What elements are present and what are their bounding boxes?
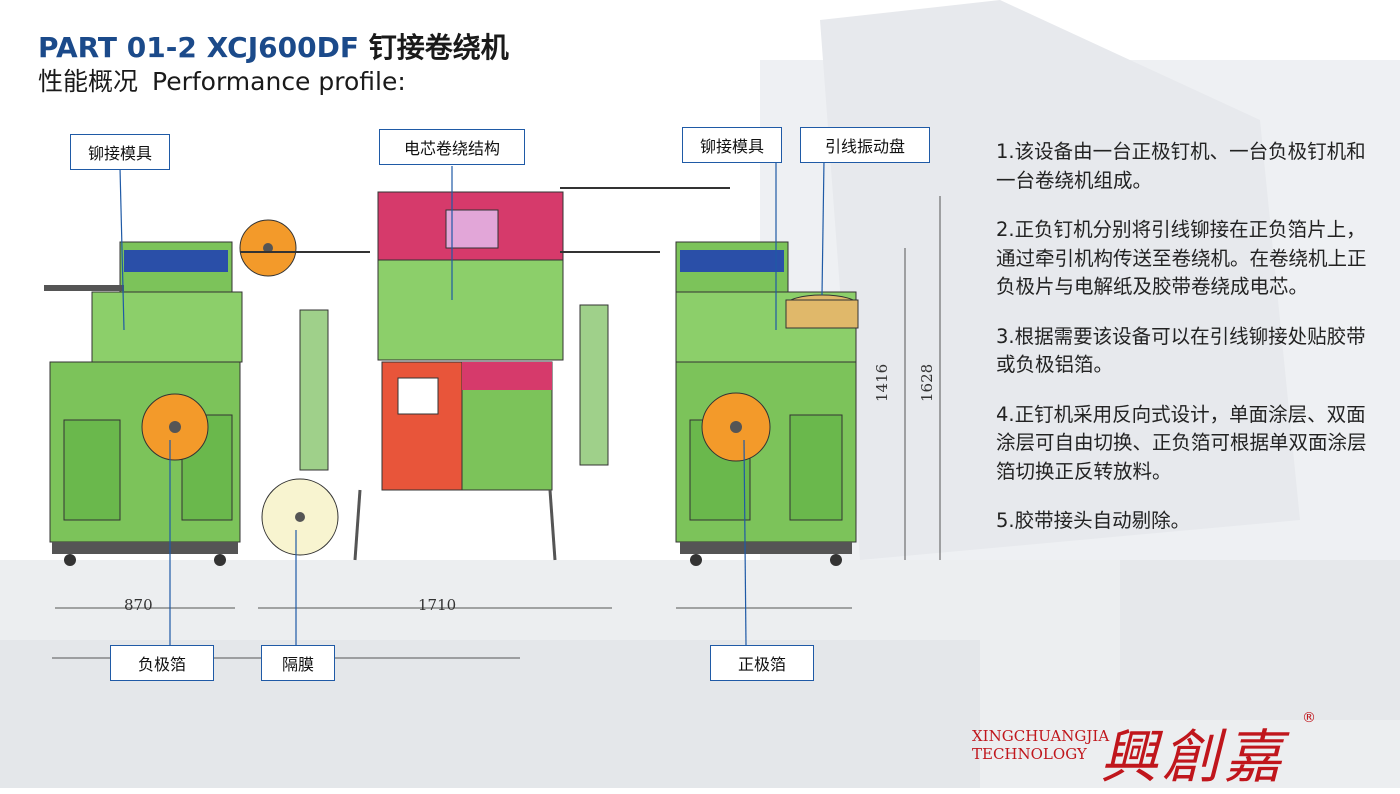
title-part: PART 01-2: [38, 31, 197, 64]
dim-1628: 1628: [918, 363, 936, 402]
label-core-winding: 电芯卷绕结构: [379, 129, 525, 165]
page-subtitle: 性能概况 Performance profile:: [38, 62, 406, 98]
description-list: 1.该设备由一台正极钉机、一台负极钉机和一台卷绕机组成。 2.正负钉机分别将引线…: [996, 138, 1376, 557]
machine-diagram: [44, 159, 941, 659]
subtitle-en: Performance profile:: [152, 67, 406, 96]
description-item: 3.根据需要该设备可以在引线铆接处贴胶带或负极铝箔。: [996, 324, 1366, 377]
left-machine: [44, 219, 297, 566]
description-item: 5.胶带接头自动剔除。: [996, 509, 1191, 532]
label-lead-feeder: 引线振动盘: [800, 127, 930, 163]
dim-1416: 1416: [873, 363, 891, 402]
description-item: 2.正负钉机分别将引线铆接在正负箔片上，通过牵引机构传送至卷绕机。在卷绕机上正负…: [996, 218, 1367, 298]
dim-870: 870: [124, 596, 153, 614]
callout-lines: [119, 159, 825, 646]
dim-1710: 1710: [418, 596, 457, 614]
logo-cn: 興創嘉: [1100, 723, 1287, 791]
subtitle-cn: 性能概况: [38, 67, 139, 96]
description-item: 1.该设备由一台正极钉机、一台负极钉机和一台卷绕机组成。: [996, 140, 1366, 192]
label-riveting-mold-right: 铆接模具: [682, 127, 782, 163]
label-separator: 隔膜: [261, 645, 335, 681]
description-item: 4.正钉机采用反向式设计，单面涂层、双面涂层可自由切换、正负箔可根据单双面涂层箔…: [996, 402, 1367, 483]
registered-mark: ®: [1302, 710, 1316, 726]
title-name: 钉接卷绕机: [368, 31, 509, 64]
center-machine: [240, 187, 730, 561]
right-machine: [675, 241, 859, 566]
label-negative-foil: 负极箔: [110, 645, 214, 681]
logo-en-line1: XINGCHUANGJIA: [972, 727, 1110, 745]
page-title: PART 01-2 XCJ600DF 钉接卷绕机: [38, 26, 509, 66]
logo-en-line2: TECHNOLOGY: [972, 745, 1087, 763]
title-model: XCJ600DF: [206, 31, 359, 64]
label-positive-foil: 正极箔: [710, 645, 814, 681]
label-riveting-mold-left: 铆接模具: [70, 134, 170, 170]
logo-text-en: XINGCHUANGJIA TECHNOLOGY: [972, 727, 1109, 763]
